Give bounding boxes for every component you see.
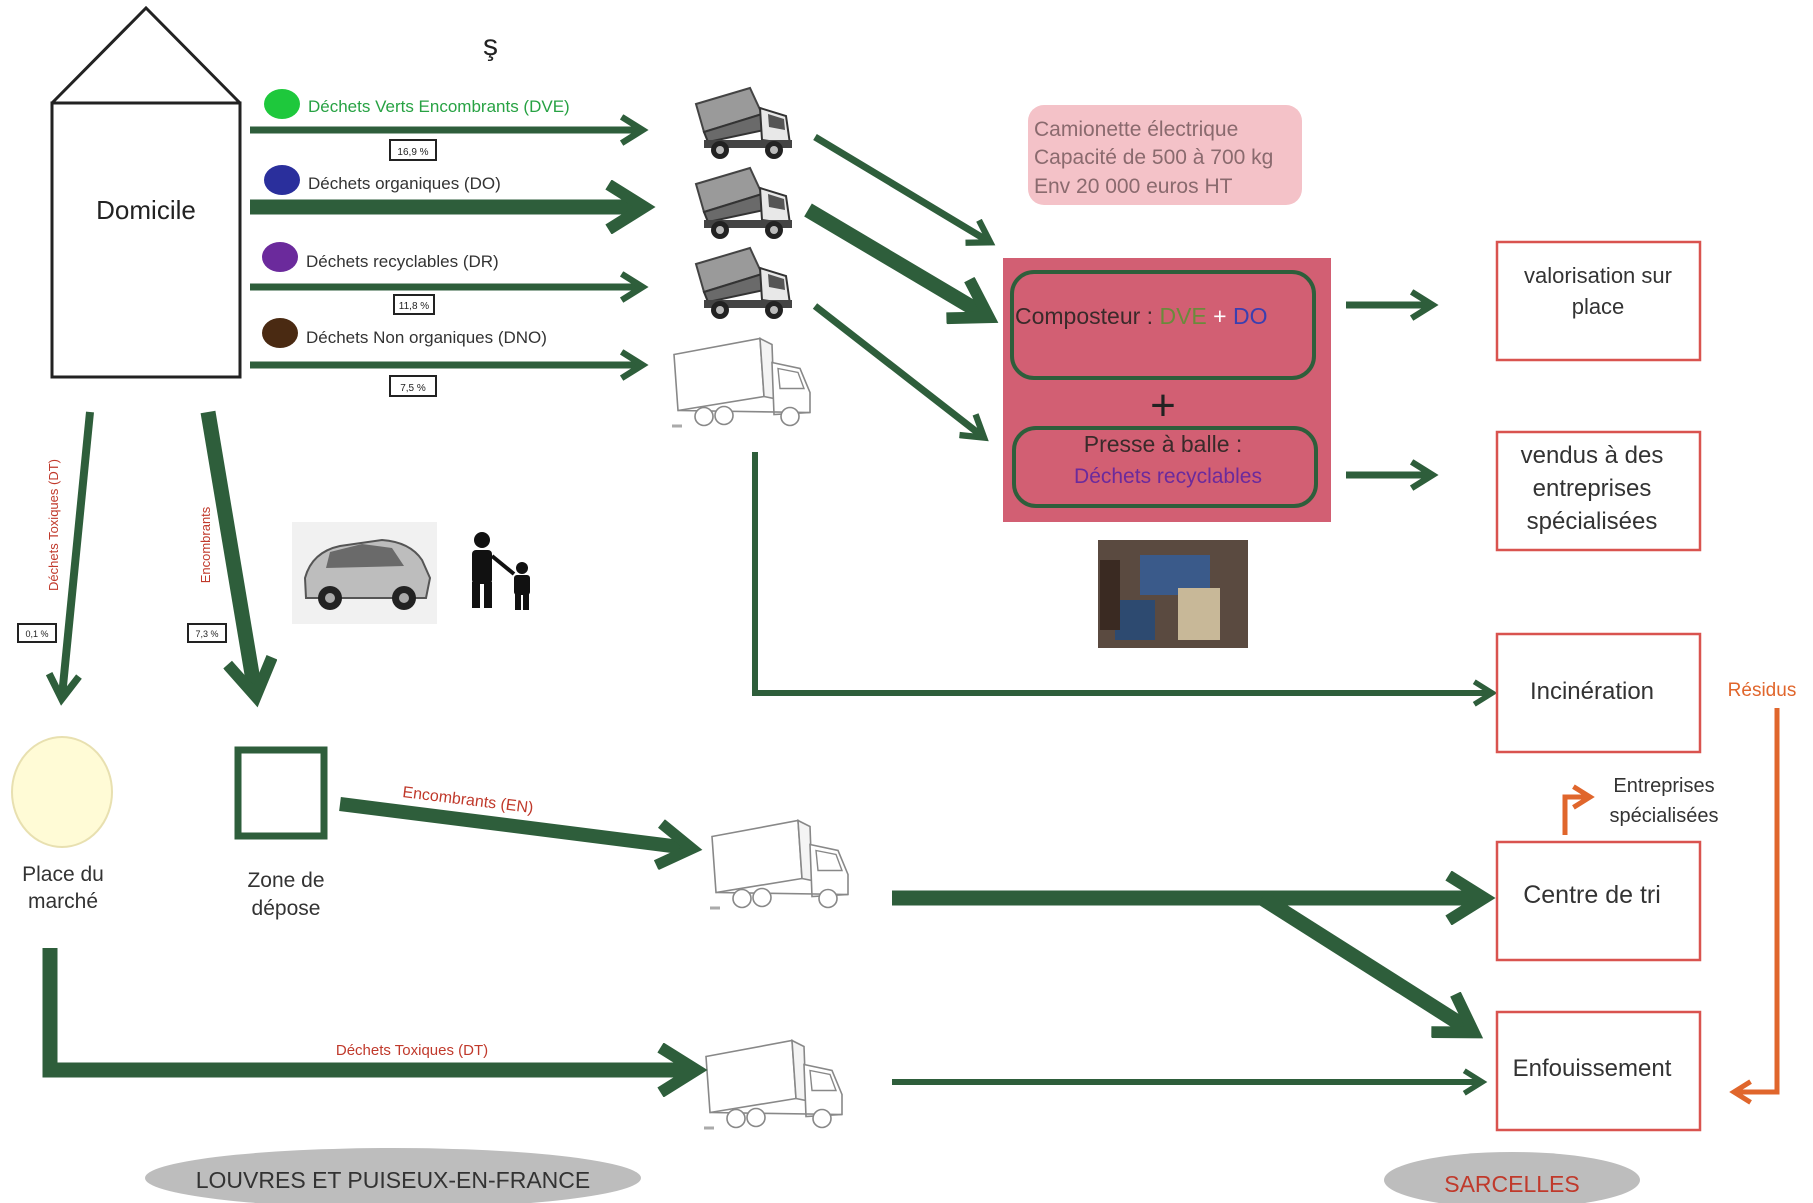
stream-label-dno: Déchets Non organiques (DNO) <box>306 328 547 347</box>
incineration-label: Incinération <box>1530 678 1654 705</box>
dve-dot-icon <box>264 89 300 119</box>
vendus-line-3: spécialisées <box>1527 508 1658 535</box>
arrow-entreprises <box>1562 784 1595 835</box>
arrow-truck1-processing <box>813 134 996 246</box>
info-box: Camionette électrique Capacité de 500 à … <box>1028 105 1302 205</box>
percent-box-toxiques <box>17 623 57 643</box>
tipper-truck-icon-1 <box>695 87 793 160</box>
enfouissement-label: Enfouissement <box>1513 1055 1672 1082</box>
valorisation-line-1: valorisation sur <box>1524 263 1672 288</box>
location-left: LOUVRES ET PUISEUX-EN-FRANCE <box>145 1148 641 1203</box>
composteur-text: Composteur : DVE + DO <box>1015 303 1267 329</box>
percent-dve: 16,9 % <box>397 147 428 158</box>
location-right: SARCELLES <box>1384 1152 1640 1203</box>
plus-sign: + <box>1150 381 1176 430</box>
location-right-label: SARCELLES <box>1444 1171 1580 1197</box>
valorisation-line-2: place <box>1572 294 1625 319</box>
drop-zone-box <box>234 746 328 840</box>
vendus-line-2: entreprises <box>1533 475 1652 502</box>
info-line-1: Camionette électrique <box>1034 118 1238 141</box>
arrow-toxiques-down <box>45 411 94 706</box>
stream-label-dve: Déchets Verts Encombrants (DVE) <box>308 97 570 116</box>
vendus-line-1: vendus à des <box>1521 442 1664 469</box>
arrow-encombrants-down <box>200 410 255 692</box>
centre-tri-label: Centre de tri <box>1523 881 1661 909</box>
baler-photo <box>1098 540 1248 648</box>
vertical-label-toxiques: Déchets Toxiques (DT) <box>46 459 61 591</box>
percent-box-dve <box>389 139 437 161</box>
stream-label-do: Déchets organiques (DO) <box>308 174 501 193</box>
market-label-2: marché <box>28 890 98 913</box>
info-line-3: Env 20 000 euros HT <box>1034 175 1233 198</box>
header-stray-glyph: ş <box>483 29 498 62</box>
residus-label: Résidus <box>1728 680 1797 701</box>
box-truck-icon-1 <box>671 337 811 429</box>
zone-label-2: dépose <box>252 897 321 920</box>
arrow-truck-incineration <box>752 452 1498 707</box>
destination-centre-tri: Centre de tri <box>1495 840 1702 962</box>
arrow-truck2-processing <box>804 203 985 315</box>
stream-arrows <box>250 114 640 381</box>
tipper-truck-icon-2 <box>695 167 793 240</box>
presse-sub: Déchets recyclables <box>1074 465 1262 488</box>
market-place-circle <box>11 736 113 848</box>
percent-box-dno <box>389 375 437 397</box>
arrow-toxiques-truck <box>42 948 692 1070</box>
stream-label-dr: Déchets recyclables (DR) <box>306 252 499 271</box>
home-building: Domicile <box>50 5 242 379</box>
box-truck-icon-2 <box>709 819 849 911</box>
market-label-1: Place du <box>22 863 104 886</box>
presse-box <box>1012 426 1318 508</box>
arrow-residus <box>1729 708 1780 1105</box>
info-line-2: Capacité de 500 à 700 kg <box>1034 146 1273 169</box>
home-label: Domicile <box>96 195 196 225</box>
destination-incineration: Incinération <box>1495 632 1702 754</box>
percent-encombrants: 7,3 % <box>195 629 218 639</box>
arrow-truck3-processing <box>812 303 989 442</box>
entreprises-line-2: spécialisées <box>1610 805 1719 827</box>
arrow-encombrants-truck <box>339 797 688 848</box>
percent-box-encombrants <box>187 623 227 643</box>
processing-block: Composteur : DVE + DO + Presse à balle :… <box>1003 258 1331 522</box>
destination-valorisation: valorisation sur place <box>1495 240 1702 362</box>
pedestrian-icon <box>472 532 530 610</box>
do-dot-icon <box>264 165 300 195</box>
zone-label-1: Zone de <box>247 869 324 892</box>
dno-dot-icon <box>262 318 298 348</box>
arrow-to-enfouissement-1 <box>1257 891 1470 1030</box>
location-left-label: LOUVRES ET PUISEUX-EN-FRANCE <box>196 1167 590 1193</box>
percent-dr: 11,8 % <box>399 301 429 312</box>
percent-dno: 7,5 % <box>400 383 426 394</box>
car-icon <box>292 522 437 624</box>
tipper-truck-icon-3 <box>695 247 793 320</box>
composteur-box <box>1010 270 1316 380</box>
presse-label: Presse à balle : <box>1084 431 1243 457</box>
percent-box-dr <box>393 294 435 315</box>
flow-label-toxiques: Déchets Toxiques (DT) <box>336 1042 488 1059</box>
dr-dot-icon <box>262 242 298 272</box>
destination-vendus: vendus à des entreprises spécialisées <box>1495 430 1702 552</box>
percent-toxiques: 0,1 % <box>25 629 48 639</box>
box-truck-icon-3 <box>703 1039 843 1131</box>
destination-enfouissement: Enfouissement <box>1495 1010 1702 1132</box>
entreprises-line-1: Entreprises <box>1613 775 1714 797</box>
stream-legend: Déchets Verts Encombrants (DVE) 16,9 % D… <box>262 89 570 397</box>
vertical-label-encombrants: Encombrants <box>198 506 213 583</box>
